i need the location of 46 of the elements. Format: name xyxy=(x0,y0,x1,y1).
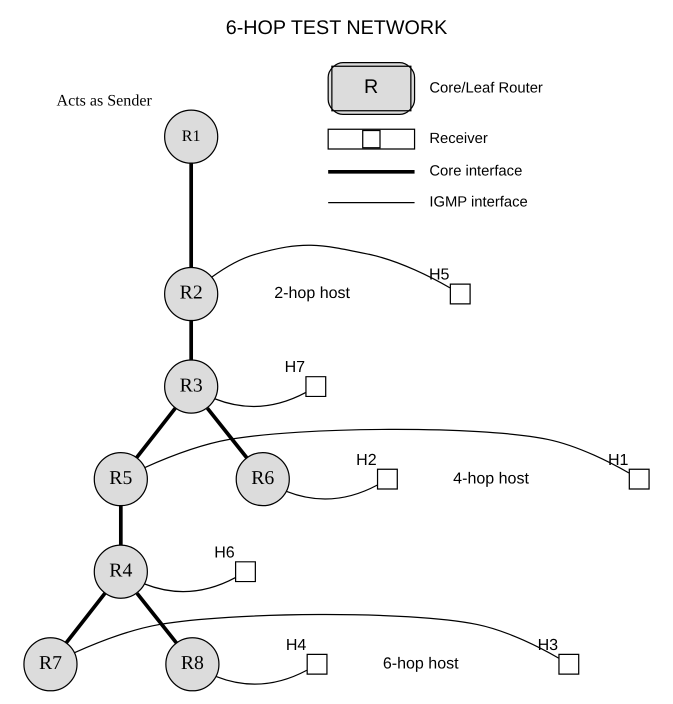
connector xyxy=(216,670,308,685)
node-box xyxy=(305,376,326,398)
node-label: H5 xyxy=(429,266,450,284)
legend-label: IGMP interface xyxy=(429,194,528,210)
node-label: H2 xyxy=(356,450,377,469)
node-circle: R8 xyxy=(165,637,220,692)
node-label: H7 xyxy=(284,358,306,376)
connector xyxy=(144,428,630,474)
node-circle: R3 xyxy=(164,359,218,414)
connector xyxy=(189,163,194,268)
connector xyxy=(189,320,194,360)
label: 6-hop host xyxy=(382,654,459,672)
node-circle: R6 xyxy=(236,452,290,506)
label: 4-hop host xyxy=(453,469,529,488)
connector xyxy=(211,244,450,288)
connector xyxy=(286,484,378,500)
connector xyxy=(64,592,106,644)
node-circle: R7 xyxy=(23,637,78,692)
node-circle: R4 xyxy=(94,544,148,599)
node-label: Acts as Sender xyxy=(56,92,152,110)
connector xyxy=(206,407,248,459)
diagram-title: 6-HOP TEST NETWORK xyxy=(226,16,448,39)
label: R xyxy=(364,76,378,98)
connector xyxy=(118,506,123,546)
node-box xyxy=(234,561,256,582)
node-box xyxy=(628,468,650,490)
node-label: H4 xyxy=(286,636,306,654)
node-circle: R5 xyxy=(94,452,148,506)
node-label: H3 xyxy=(538,636,558,654)
node-box xyxy=(306,654,328,675)
node-circle: R1 xyxy=(164,109,218,164)
legend-label: Core/Leaf Router xyxy=(429,80,543,96)
legend-label: Receiver xyxy=(429,130,488,147)
node-box xyxy=(558,654,580,675)
node-box xyxy=(376,468,398,490)
node-label: H1 xyxy=(608,450,628,469)
connector xyxy=(214,392,306,408)
node-box xyxy=(450,284,471,304)
connector xyxy=(74,614,559,659)
node-label: H6 xyxy=(214,543,235,562)
label: 2-hop host xyxy=(274,284,350,302)
connector xyxy=(136,592,178,644)
legend-label: Core interface xyxy=(429,164,522,180)
node-circle: R2 xyxy=(164,266,218,322)
connector xyxy=(144,577,236,592)
connector xyxy=(135,407,177,459)
